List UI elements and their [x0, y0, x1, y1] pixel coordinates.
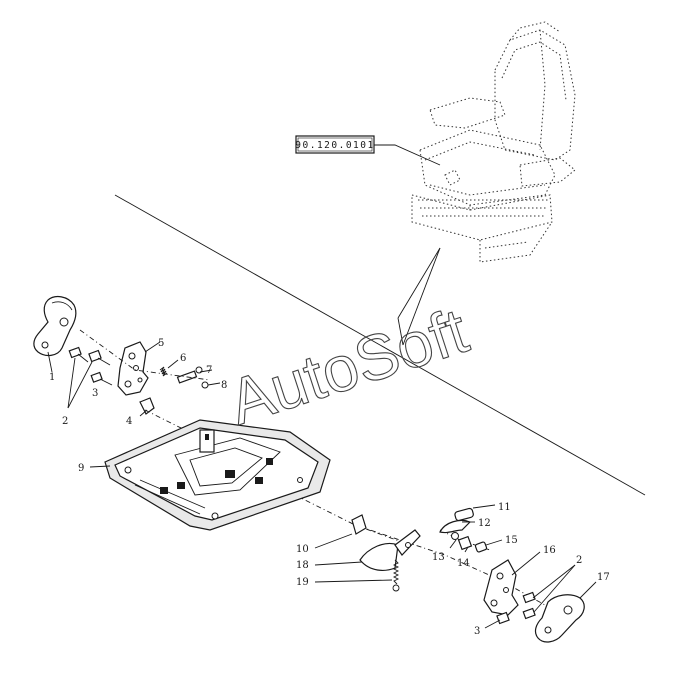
screws-left	[67, 346, 113, 409]
part-18-cam-lever	[314, 529, 421, 571]
callout-2-left: 2	[62, 416, 68, 427]
callout-6: 6	[180, 353, 186, 364]
callout-10: 10	[296, 544, 309, 555]
callout-12: 12	[478, 518, 491, 529]
part-19-spring	[314, 559, 400, 592]
reference-callout: 90.120.0101	[295, 135, 441, 166]
callout-14: 14	[457, 558, 470, 569]
part-5-left-bracket	[117, 341, 161, 396]
callout-7: 7	[206, 365, 212, 376]
callout-5: 5	[158, 338, 164, 349]
part-17-right-handle	[534, 581, 597, 643]
callout-4: 4	[126, 416, 132, 427]
screws-right	[484, 564, 576, 629]
seat-assembly-illustration	[411, 21, 576, 263]
callout-2-right: 2	[576, 555, 582, 566]
part-10-bracket	[314, 514, 367, 549]
part-4-clip	[139, 397, 155, 417]
separator-line	[114, 194, 646, 496]
callout-3-left: 3	[92, 388, 98, 399]
callout-8: 8	[221, 380, 227, 391]
part-13-15-fasteners	[449, 532, 503, 553]
callout-3-right: 3	[474, 626, 480, 637]
reference-label: 90.120.0101	[295, 140, 374, 151]
part-9-seat-pan	[89, 419, 331, 531]
zoom-line-2	[402, 247, 441, 346]
part-16-right-bracket	[483, 551, 541, 616]
callout-9: 9	[78, 463, 84, 474]
callout-11: 11	[498, 502, 511, 513]
callout-13: 13	[432, 552, 445, 563]
part-6-spring	[159, 359, 179, 377]
callout-18: 18	[296, 560, 309, 571]
callout-1: 1	[49, 372, 55, 383]
part-1-left-handle	[33, 295, 77, 373]
callout-17: 17	[597, 572, 610, 583]
callout-19: 19	[296, 577, 309, 588]
callout-labels: 1 2 3 4 5 6 7 8 9 10 11 12 13 14 15 16 2…	[49, 338, 610, 637]
callout-16: 16	[543, 545, 556, 556]
part-7-8-pin	[176, 366, 221, 389]
reference-box	[295, 135, 375, 154]
zoom-line-1	[397, 247, 441, 319]
callout-15: 15	[505, 535, 518, 546]
part-11-12-lever	[439, 504, 496, 534]
watermark-text: AutoSoft	[220, 294, 476, 438]
